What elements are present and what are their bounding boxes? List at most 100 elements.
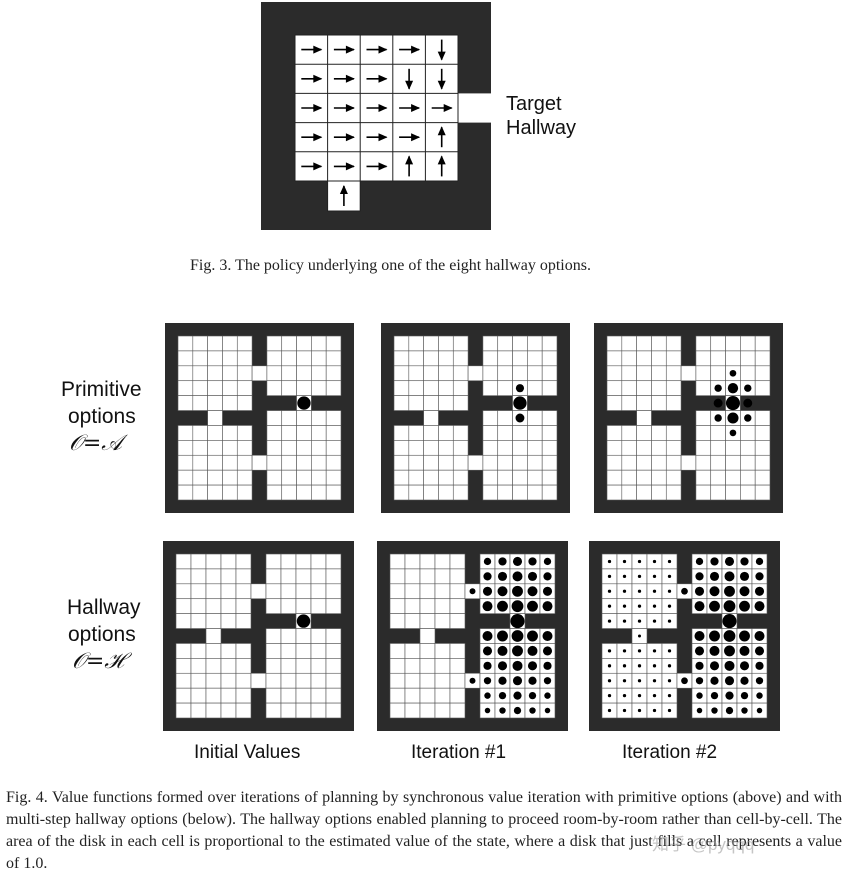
value-disk	[543, 557, 552, 566]
room-cell	[296, 380, 312, 396]
room-cell	[311, 335, 327, 352]
room-cell	[265, 702, 282, 719]
value-disk	[694, 631, 705, 641]
room-cell	[725, 484, 741, 501]
value-disk	[667, 664, 672, 668]
room-cell	[665, 484, 682, 501]
value-disk	[296, 614, 311, 628]
value-disk	[607, 604, 612, 608]
value-disk	[667, 649, 672, 653]
room-cell	[725, 350, 741, 367]
room-cell	[222, 440, 238, 456]
room-cell	[527, 410, 543, 426]
room-cell	[527, 440, 543, 456]
room-cell	[740, 469, 756, 486]
room-cell	[192, 454, 208, 471]
value-disk	[713, 398, 723, 408]
room-cell	[725, 440, 741, 456]
value-disk	[607, 574, 612, 579]
room-cell	[190, 553, 207, 570]
value-disk	[637, 679, 642, 683]
room-cell	[205, 687, 222, 704]
room-cell	[419, 568, 436, 585]
room-cell	[177, 335, 194, 352]
room-cell	[419, 583, 436, 600]
room-cell	[404, 658, 421, 674]
room-cell	[452, 350, 469, 367]
room-cell	[449, 687, 466, 704]
room-cell	[266, 469, 283, 486]
room-cell	[205, 553, 222, 570]
value-disk	[498, 557, 507, 566]
value-disk	[512, 660, 523, 671]
room-cell	[497, 350, 513, 367]
value-disk	[681, 587, 688, 595]
room-cell	[205, 702, 222, 719]
room-cell	[452, 380, 469, 396]
room-cell	[449, 583, 466, 600]
room-cell	[541, 454, 558, 471]
room-cell	[438, 350, 454, 367]
room-cell	[266, 410, 283, 426]
room-cell	[497, 380, 513, 396]
room-cell	[310, 568, 327, 585]
room-cell	[482, 410, 499, 426]
room-cell	[325, 643, 342, 659]
room-cell	[222, 350, 238, 367]
room-cell	[175, 583, 192, 600]
value-disk	[512, 676, 523, 686]
room-cell	[482, 335, 499, 352]
room-cell	[177, 469, 194, 486]
value-disk	[511, 630, 524, 642]
room-cell	[452, 365, 469, 382]
room-cell	[606, 484, 623, 501]
room-cell	[482, 454, 499, 471]
value-disk	[484, 707, 491, 714]
room-cell	[207, 380, 223, 396]
arrow-right-icon	[366, 162, 388, 171]
room-cell	[449, 598, 466, 614]
room-cell	[452, 454, 469, 471]
room-cell	[393, 365, 410, 382]
room-cell	[695, 454, 712, 471]
value-disk	[739, 600, 750, 612]
room-cell	[325, 628, 342, 644]
arrow-right-icon	[333, 133, 355, 142]
value-disk	[695, 677, 704, 685]
room-cell	[636, 335, 652, 352]
value-disk	[515, 384, 525, 393]
value-disk	[724, 660, 735, 671]
room-cell	[740, 350, 756, 367]
room-cell	[175, 598, 192, 614]
room-cell	[419, 658, 436, 674]
room-cell	[235, 702, 252, 719]
room-cell	[606, 335, 623, 352]
target-hallway-label-line1: Target	[506, 93, 562, 115]
room-cell	[325, 658, 342, 674]
room-cell	[419, 687, 436, 704]
room-cell	[408, 484, 424, 501]
value-disk	[469, 588, 476, 595]
value-disk	[695, 572, 704, 581]
room-cell	[220, 598, 237, 614]
value-panel-hallway-0	[163, 541, 354, 731]
value-disk	[637, 649, 642, 653]
room-cell	[636, 380, 652, 396]
room-cell	[423, 395, 439, 411]
room-cell	[236, 425, 253, 441]
primitive-options-label: Primitive options 𝒪=𝒜	[45, 376, 165, 457]
room-cell	[541, 335, 558, 352]
arrow-up-icon	[339, 185, 348, 206]
room-cell	[497, 484, 513, 501]
room-cell	[438, 395, 454, 411]
room-cell	[527, 469, 543, 486]
room-cell	[636, 469, 652, 486]
room-cell	[311, 440, 327, 456]
value-disk	[741, 707, 748, 714]
room-cell	[512, 365, 528, 382]
room-cell	[266, 365, 283, 382]
room-cell	[235, 553, 252, 570]
room-cell	[222, 380, 238, 396]
value-disk	[667, 693, 672, 698]
room-cell	[419, 672, 436, 689]
